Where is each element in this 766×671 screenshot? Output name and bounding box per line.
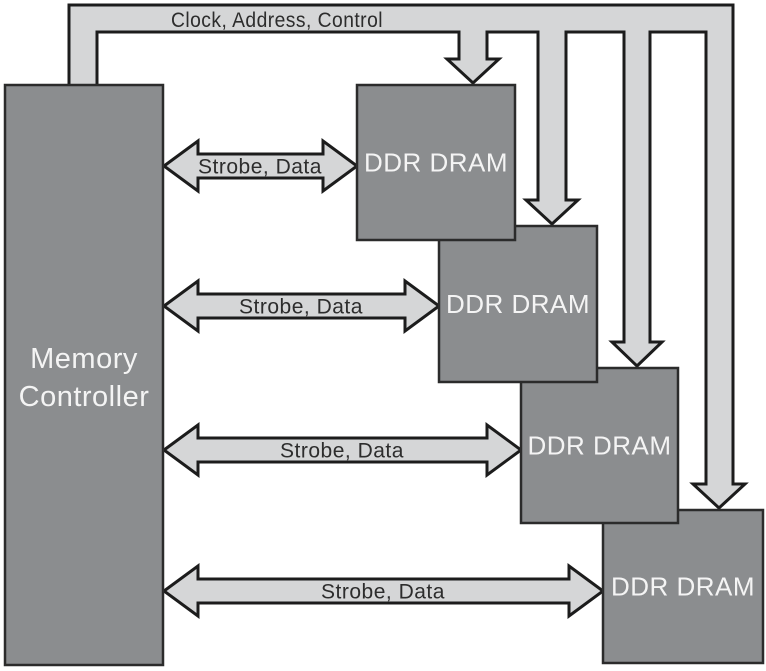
memory-controller-label-line1: Memory xyxy=(30,343,138,375)
strobe-data-label-4: Strobe, Data xyxy=(321,581,445,604)
strobe-data-label-3: Strobe, Data xyxy=(280,440,404,463)
ddr-dram-box-3 xyxy=(519,366,680,525)
ddr-dram-box-2 xyxy=(437,224,599,384)
memory-controller-label-line2: Controller xyxy=(19,381,150,413)
clock-address-control-bus xyxy=(67,3,749,511)
memory-controller-box xyxy=(3,83,165,667)
ddr-dram-label-2: DDR DRAM xyxy=(446,289,590,319)
ddr-dram-label-3: DDR DRAM xyxy=(527,431,671,461)
ddr-dram-box-4 xyxy=(601,508,765,665)
ddr-dram-label-4: DDR DRAM xyxy=(611,572,755,602)
ddr-dram-box-1 xyxy=(355,83,517,242)
strobe-data-label-2: Strobe, Data xyxy=(239,296,363,319)
ddr-dram-label-1: DDR DRAM xyxy=(364,148,508,178)
bus-label: Clock, Address, Control xyxy=(171,9,383,32)
strobe-data-label-1: Strobe, Data xyxy=(198,156,322,179)
